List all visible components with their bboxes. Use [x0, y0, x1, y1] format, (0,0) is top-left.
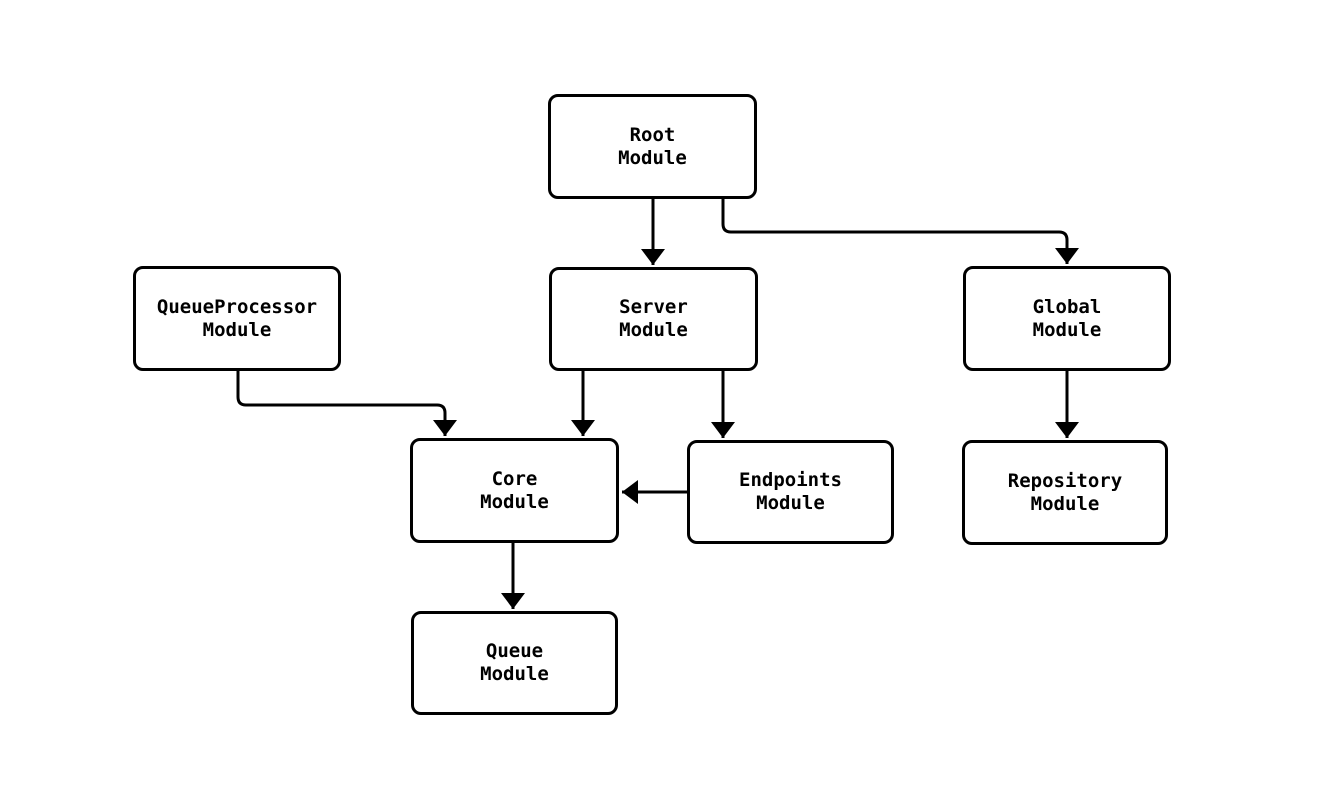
node-queue: Queue Module — [411, 611, 618, 715]
node-label-repository: Repository Module — [1007, 469, 1123, 515]
node-label-core: Core Module — [480, 467, 549, 513]
node-server: Server Module — [549, 267, 758, 371]
node-endpoints: Endpoints Module — [687, 440, 894, 544]
node-label-global: Global Module — [1032, 295, 1102, 341]
edge-root-global — [721, 199, 1079, 264]
node-label-queue: Queue Module — [480, 640, 549, 685]
node-label-root: Root Module — [618, 123, 687, 169]
node-repository: Repository Module — [962, 440, 1168, 545]
node-label-server: Server Module — [619, 296, 688, 341]
node-root: Root Module — [548, 94, 757, 199]
node-core: Core Module — [410, 438, 619, 543]
node-queueprocessor: QueueProcessor Module — [133, 266, 341, 371]
node-global: Global Module — [963, 266, 1171, 371]
node-label-queueprocessor: QueueProcessor Module — [156, 295, 318, 341]
node-label-endpoints: Endpoints Module — [739, 469, 842, 514]
edge-queueprocessor-core — [236, 371, 457, 436]
